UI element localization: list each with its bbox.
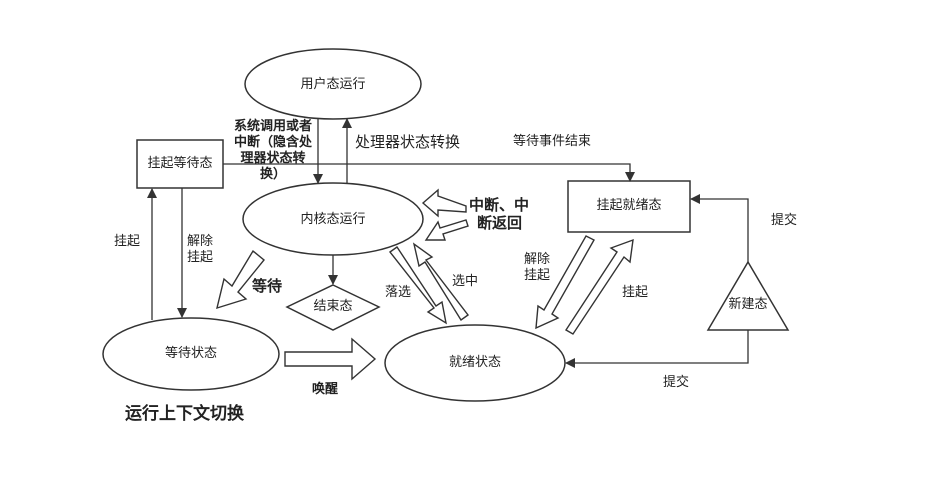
suspend-right-label: 挂起 xyxy=(622,285,649,300)
release-left-label: 解除 挂起 xyxy=(187,234,213,266)
syscall-label-line-2: 中断（隐含处 xyxy=(233,135,312,150)
interrupt-return-block-arrow xyxy=(424,219,469,241)
submit-top-arrow xyxy=(690,194,749,262)
drop-block-arrow xyxy=(388,246,447,325)
ready-label: 就绪状态 xyxy=(448,355,501,370)
syscall-label-line-3: 理器状态转 xyxy=(240,151,306,166)
context-switch-label: 运行上下文切换 xyxy=(125,404,244,424)
processor-switch-label: 处理器状态转换 xyxy=(355,133,461,151)
finished-label: 结束态 xyxy=(313,299,353,314)
release-right-label-line-1: 解除 xyxy=(524,252,551,267)
user-mode-label: 用户态运行 xyxy=(300,77,366,92)
interrupt-label: 中断、中 断返回 xyxy=(469,196,529,232)
waiting-label: 等待状态 xyxy=(164,346,217,361)
interrupt-out-block-arrow xyxy=(421,188,467,218)
user-mode-ellipse xyxy=(244,48,422,120)
new-state-label: 新建态 xyxy=(728,297,768,312)
submit-bottom-arrow xyxy=(565,330,749,368)
suspended-ready-label: 挂起就绪态 xyxy=(596,198,662,213)
select-label: 选中 xyxy=(452,274,479,289)
wait-event-end-label: 等待事件结束 xyxy=(513,134,592,149)
wait-block-arrow xyxy=(216,249,265,310)
release-right-label: 解除 挂起 xyxy=(524,252,550,284)
syscall-label-line-1: 系统调用或者 xyxy=(233,119,312,134)
release-right-block-arrow xyxy=(535,235,595,330)
submit-bottom-label: 提交 xyxy=(663,375,690,390)
waiting-ellipse xyxy=(102,317,280,391)
suspended-wait-box xyxy=(136,139,224,189)
submit-top-label: 提交 xyxy=(771,213,798,228)
new-state-triangle xyxy=(706,260,790,331)
wait-event-end-arrow xyxy=(223,163,635,182)
select-block-arrow xyxy=(412,242,469,322)
interrupt-label-line-2: 断返回 xyxy=(477,214,523,232)
release-right-label-line-2: 挂起 xyxy=(524,268,551,283)
wait-label: 等待 xyxy=(252,277,283,295)
syscall-label: 系统调用或者 中断（隐含处 理器状态转 换） xyxy=(228,119,318,183)
suspend-left-label: 挂起 xyxy=(114,234,141,249)
suspended-wait-label: 挂起等待态 xyxy=(147,156,213,171)
interrupt-label-line-1: 中断、中 xyxy=(469,196,530,214)
finished-diamond xyxy=(285,284,381,331)
syscall-label-line-4: 换） xyxy=(259,167,286,182)
kernel-mode-label: 内核态运行 xyxy=(300,212,366,227)
wakeup-block-arrow xyxy=(284,337,377,381)
release-left-label-line-1: 解除 xyxy=(187,234,214,249)
suspend-right-block-arrow xyxy=(565,238,634,335)
wakeup-label: 唤醒 xyxy=(312,382,339,397)
release-left-label-line-2: 挂起 xyxy=(187,250,214,265)
drop-label: 落选 xyxy=(385,285,412,300)
